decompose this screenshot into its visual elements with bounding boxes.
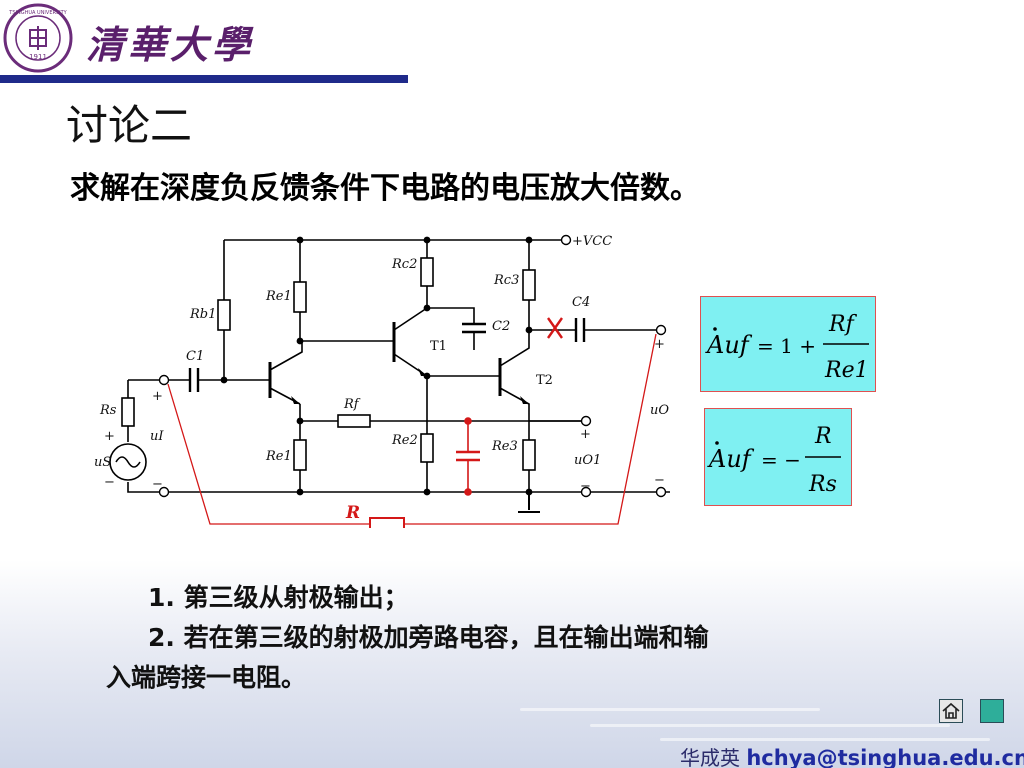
label-rc2: Rc2: [391, 257, 417, 272]
note-2: 2. 若在第三级的射极加旁路电容，且在输出端和输: [148, 623, 709, 652]
label-c1: C1: [186, 349, 204, 364]
background-stripe: [520, 708, 820, 711]
label-ui: uI: [150, 429, 164, 444]
label-re1-bottom: Re1: [265, 449, 292, 464]
formula-2-lhs: Auf: [707, 445, 755, 473]
polarity-minus: −: [104, 475, 115, 490]
slide-title: 讨论二: [66, 101, 193, 150]
slide-subtitle: 求解在深度负反馈条件下电路的电压放大倍数。: [70, 171, 700, 206]
home-button[interactable]: [939, 699, 963, 723]
formula-box-2: Auf = − R Rs: [704, 408, 852, 506]
formula-2-numerator: R: [814, 424, 832, 449]
formula-1-lhs: Auf: [705, 331, 753, 359]
polarity-plus: +: [580, 427, 591, 442]
seal-year: 1911: [29, 53, 47, 61]
formula-box-1: Auf = 1 + Rf Re1: [700, 296, 876, 392]
footer-author: 华成英: [680, 746, 740, 768]
circuit-diagram: +VCC Rb1 Re1 Re1 Rc2 Re2 Rc3 Re3 Rs Rf C…: [94, 230, 678, 528]
label-us: uS: [94, 455, 111, 470]
label-re1-top: Re1: [265, 289, 292, 304]
seal-ring-text: TSINGHUA UNIVERSITY: [8, 10, 67, 16]
label-t1: T1: [430, 339, 447, 354]
label-re2: Re2: [391, 433, 418, 448]
label-uo: uO: [650, 403, 669, 418]
formula-1-operator: = 1 +: [757, 334, 816, 358]
label-t2: T2: [536, 373, 553, 388]
polarity-plus: +: [104, 429, 115, 444]
polarity-minus: −: [152, 477, 163, 492]
tsinghua-seal-icon: 1911 TSINGHUA UNIVERSITY: [3, 3, 73, 73]
university-wordmark: 清華大學: [86, 22, 255, 67]
background-stripe: [660, 738, 990, 741]
formula-1-denominator: Re1: [824, 358, 869, 383]
note-1: 1. 第三级从射极输出；: [148, 583, 409, 612]
polarity-minus: −: [580, 479, 591, 494]
footer-email[interactable]: hchya@tsinghua.edu.cn: [746, 746, 1024, 768]
formula-2-denominator: Rs: [808, 472, 837, 497]
formula-2-operator: = −: [761, 448, 801, 472]
label-re3: Re3: [491, 439, 518, 454]
header-accent-bar: [0, 75, 408, 83]
label-rc3: Rc3: [493, 273, 519, 288]
formula-1-numerator: Rf: [828, 312, 858, 337]
label-rb1: Rb1: [189, 307, 216, 322]
next-button[interactable]: [980, 699, 1004, 723]
background-stripe: [590, 724, 950, 727]
label-rf: Rf: [343, 397, 361, 412]
label-c2: C2: [492, 319, 510, 334]
background-gradient: [0, 560, 1024, 768]
label-r: R: [345, 503, 360, 523]
label-vcc: +VCC: [572, 234, 612, 249]
home-icon: [942, 702, 960, 719]
note-2-continued: 入端跨接一电阻。: [106, 663, 307, 692]
label-rs: Rs: [99, 403, 117, 418]
polarity-plus: +: [152, 389, 163, 404]
footer-credit: 华成英 hchya@tsinghua.edu.cn: [680, 742, 1024, 768]
polarity-minus: −: [654, 473, 665, 488]
label-uo1: uO1: [574, 453, 601, 468]
polarity-plus: +: [654, 337, 665, 352]
label-c4: C4: [572, 295, 590, 310]
